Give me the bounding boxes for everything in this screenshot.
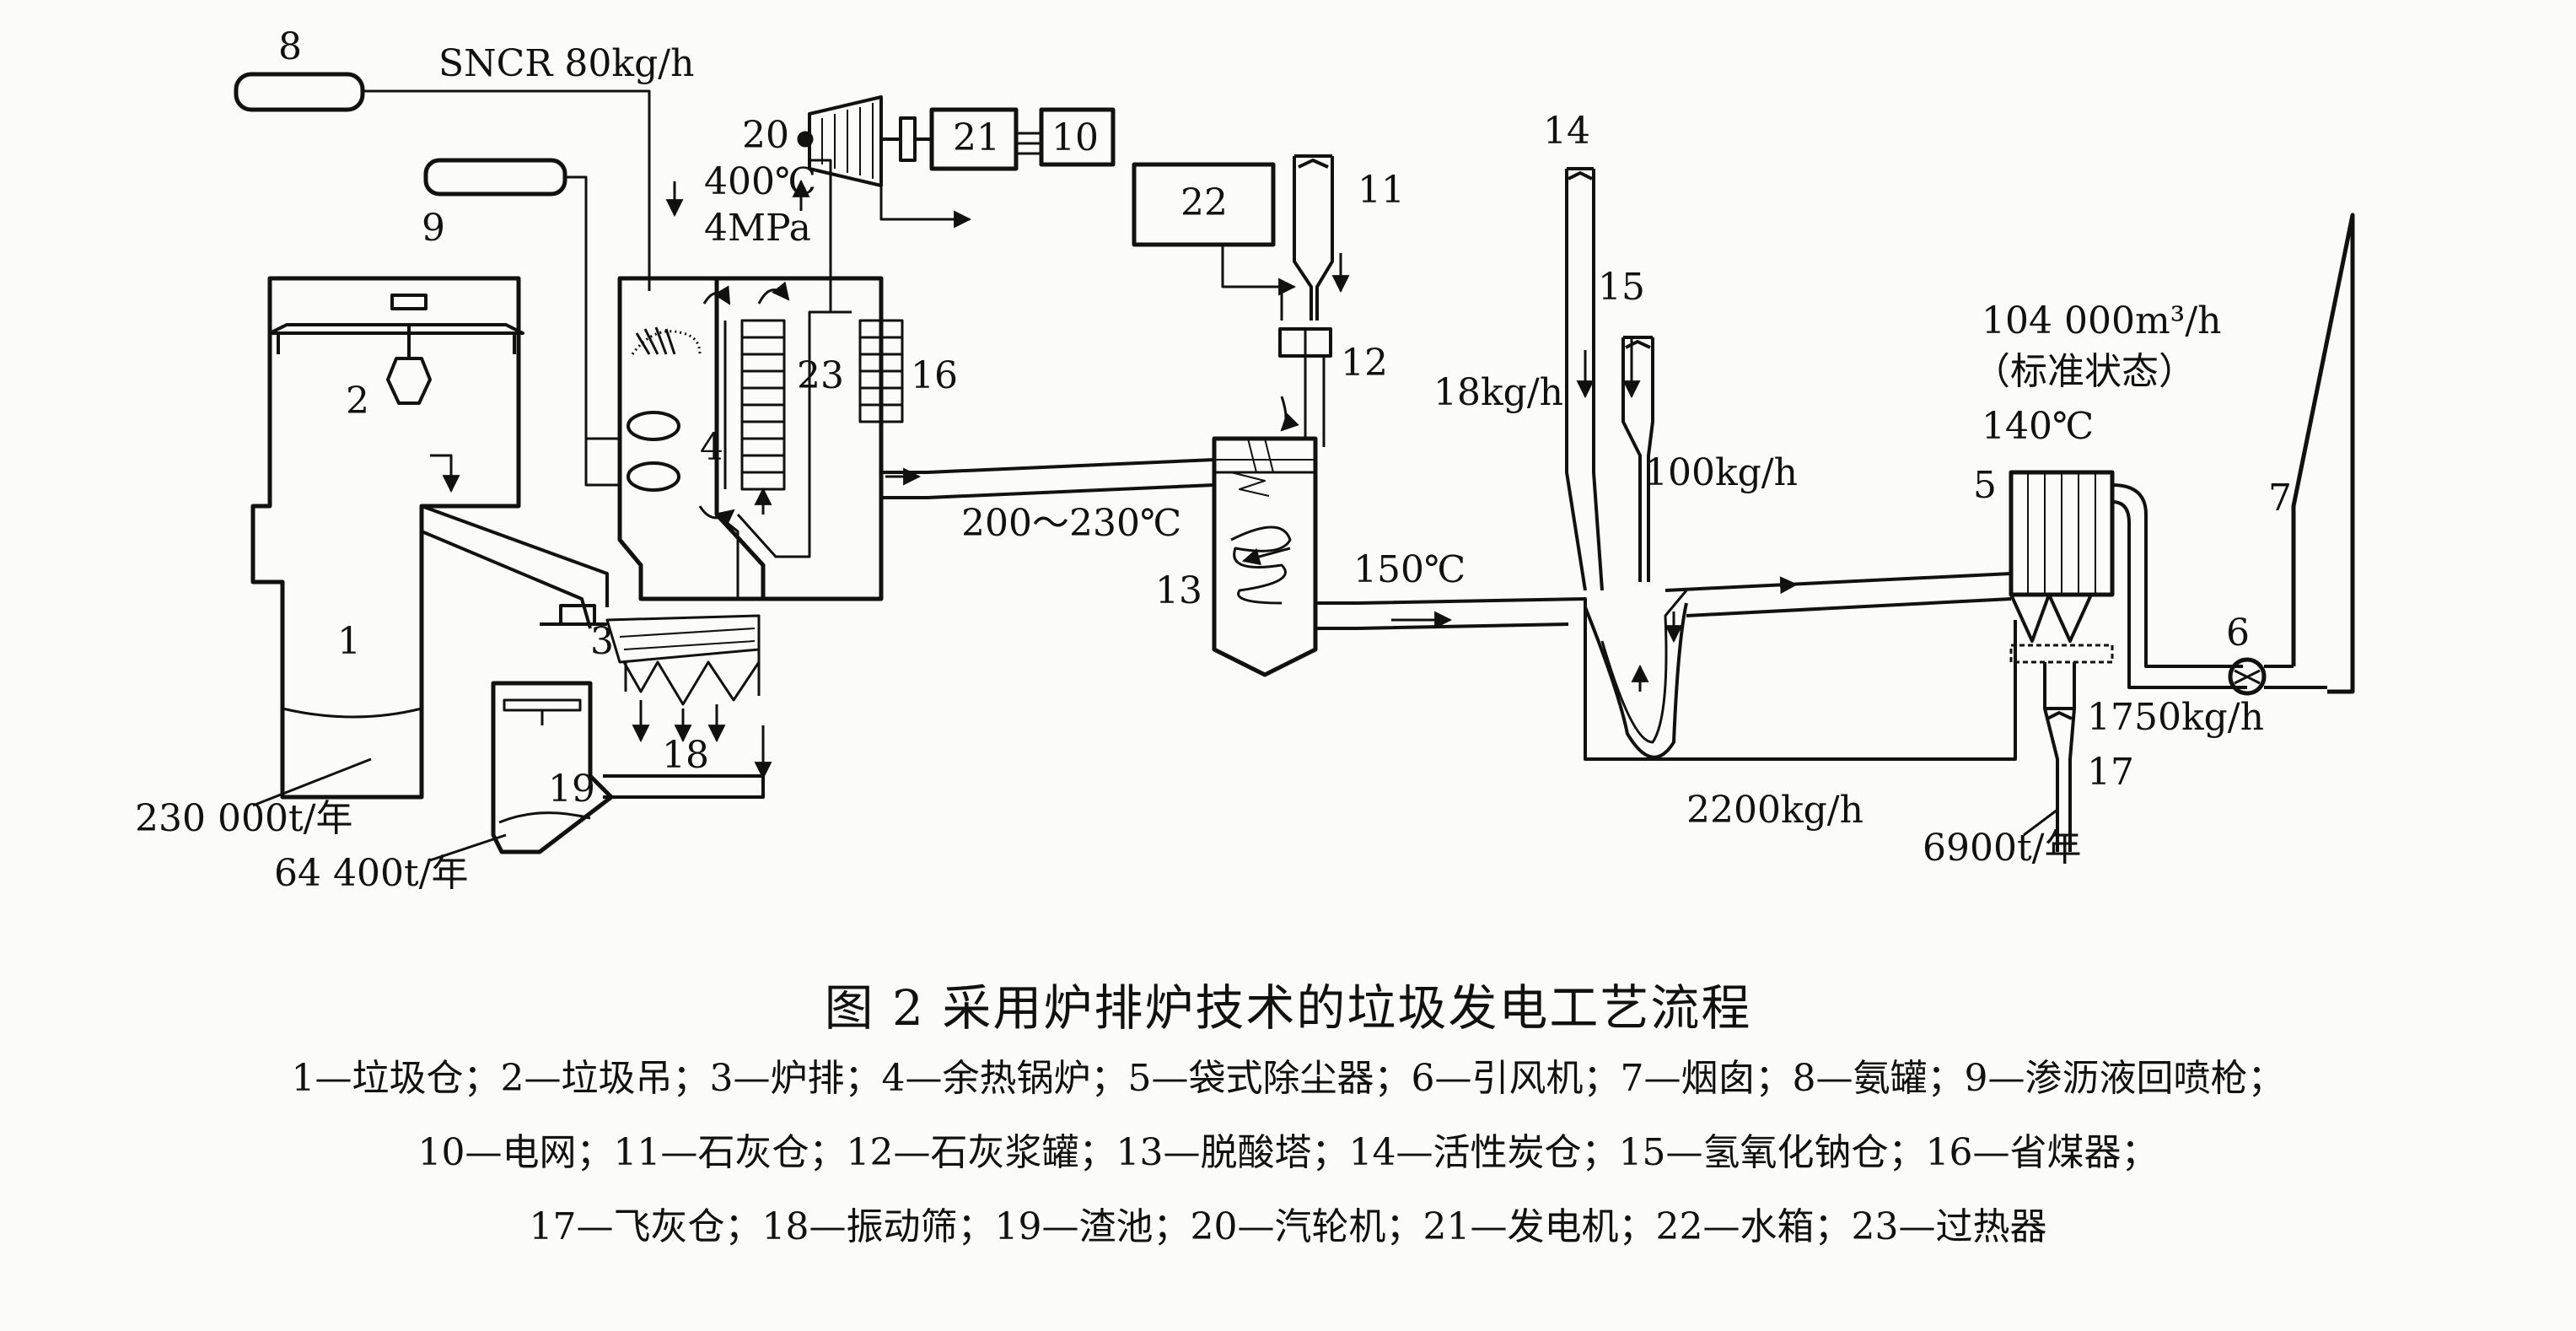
legend-line-2: 10—电网；11—石灰仓；12—石灰浆罐；13—脱酸塔；14—活性炭仓；15—氢… bbox=[417, 1131, 2159, 1174]
lime-silo bbox=[1293, 154, 1334, 321]
label-1: 1 bbox=[337, 620, 361, 663]
leachate-line bbox=[565, 175, 620, 487]
label-8: 8 bbox=[278, 25, 302, 68]
label-7: 7 bbox=[2268, 477, 2292, 520]
duct-to-bag bbox=[1664, 572, 2012, 617]
power-line bbox=[1016, 132, 1041, 155]
label-20: 20 bbox=[742, 114, 789, 157]
waste-heat-boiler bbox=[617, 276, 884, 601]
waste-year: 230 000t/年 bbox=[135, 797, 352, 840]
naoh-rate: 100kg/h bbox=[1644, 451, 1798, 494]
label-16: 16 bbox=[911, 354, 958, 397]
label-22: 22 bbox=[1180, 181, 1228, 224]
carbon-rate: 18kg/h bbox=[1433, 371, 1563, 414]
flyash-year-leader bbox=[2023, 808, 2058, 837]
lime-slurry-tank bbox=[1278, 327, 1332, 447]
waste-year-leader bbox=[252, 757, 372, 807]
label-4: 4 bbox=[700, 426, 723, 469]
turbine bbox=[797, 95, 883, 187]
sncr-annotation: SNCR 80kg/h bbox=[438, 42, 694, 85]
label-13: 13 bbox=[1155, 569, 1202, 612]
sncr-line bbox=[363, 89, 651, 291]
grate bbox=[540, 604, 761, 706]
diagram-labels: 1 2 3 4 5 6 7 8 9 10 11 12 13 14 15 16 1… bbox=[135, 25, 2292, 895]
induced-draft-fan bbox=[2228, 657, 2267, 696]
label-14: 14 bbox=[1543, 110, 1590, 153]
activated-carbon-silo bbox=[1565, 167, 1604, 591]
fan-blades bbox=[2234, 669, 2261, 685]
legend-line-3: 17—飞灰仓；18—振动筛；19—渣池；20—汽轮机；21—发电机；22—水箱；… bbox=[529, 1205, 2047, 1248]
leachate-tank bbox=[423, 158, 567, 197]
flue-arrow-3 bbox=[1749, 576, 1799, 595]
legend-line-1: 1—垃圾仓；2—垃圾吊；3—炉排；4—余热锅炉；5—袋式除尘器；6—引风机；7—… bbox=[291, 1057, 2285, 1100]
label-2: 2 bbox=[346, 380, 369, 423]
bag-temp: 140℃ bbox=[1982, 405, 2094, 448]
flue-temp-1: 200～230℃ bbox=[961, 502, 1181, 545]
waste-bunker bbox=[250, 276, 524, 800]
boiler-flow-arrow-1 bbox=[702, 285, 731, 305]
recycle-loop bbox=[1584, 602, 1688, 759]
label-11: 11 bbox=[1358, 169, 1405, 212]
waste-feed-arrow bbox=[430, 454, 460, 493]
power-grid bbox=[1039, 107, 1116, 167]
superheater bbox=[740, 319, 786, 491]
label-6: 6 bbox=[2226, 612, 2250, 655]
label-5: 5 bbox=[1973, 464, 1997, 507]
water-line bbox=[1221, 245, 1283, 321]
figure-title: 图 2 采用炉排炉技术的垃圾发电工艺流程 bbox=[824, 979, 1752, 1037]
stack bbox=[2291, 213, 2355, 694]
clean-flue-duct bbox=[2111, 483, 2247, 689]
recycle-loop-inner bbox=[1600, 590, 1688, 744]
vibrating-screen bbox=[603, 774, 765, 799]
label-18: 18 bbox=[662, 734, 709, 777]
feed-hopper bbox=[421, 504, 609, 629]
steam-pressure: 4MPa bbox=[704, 207, 811, 250]
label-23: 23 bbox=[797, 354, 844, 397]
tower-flow-arrow bbox=[1241, 547, 1291, 566]
label-15: 15 bbox=[1598, 266, 1645, 309]
deacidification-tower bbox=[1212, 436, 1318, 677]
recycle-rate: 2200kg/h bbox=[1686, 789, 1863, 832]
flow-note: （标准状态） bbox=[1973, 350, 2196, 393]
flow-rate: 104 000m³/h bbox=[1982, 299, 2221, 342]
steam-temp: 400℃ bbox=[704, 160, 816, 203]
process-flow-diagram: 1 2 3 4 5 6 7 8 9 10 11 12 13 14 15 16 1… bbox=[135, 25, 2355, 895]
label-9: 9 bbox=[422, 207, 445, 250]
flue-duct-2 bbox=[1315, 597, 2017, 761]
slurry-arrow bbox=[1280, 396, 1299, 432]
label-10: 10 bbox=[1051, 116, 1099, 159]
generator bbox=[929, 107, 1019, 171]
steam-line bbox=[809, 159, 832, 312]
label-12: 12 bbox=[1341, 342, 1388, 385]
waste-crane bbox=[386, 294, 432, 405]
label-21: 21 bbox=[953, 116, 1000, 159]
flyash-rate: 1750kg/h bbox=[2087, 696, 2264, 739]
shaft-coupling bbox=[881, 116, 932, 162]
economizer bbox=[858, 319, 904, 423]
slag-year-leader bbox=[429, 833, 507, 862]
boiler-flow-arrow-4 bbox=[757, 281, 790, 304]
label-17: 17 bbox=[2087, 751, 2134, 794]
to-stack-duct bbox=[2264, 665, 2327, 689]
fly-ash-silo bbox=[2043, 662, 2076, 852]
flue-temp-2: 150℃ bbox=[1353, 548, 1465, 591]
label-19: 19 bbox=[548, 768, 595, 811]
bag-filter bbox=[2009, 470, 2115, 664]
ammonia-tank bbox=[234, 72, 365, 112]
flue-duct-1 bbox=[881, 458, 1215, 499]
water-tank bbox=[1132, 162, 1276, 247]
flyash-year: 6900t/年 bbox=[1923, 827, 2081, 870]
naoh-silo bbox=[1621, 336, 1654, 582]
boiler-flow-arrow-3 bbox=[698, 505, 735, 528]
label-3: 3 bbox=[590, 620, 614, 663]
